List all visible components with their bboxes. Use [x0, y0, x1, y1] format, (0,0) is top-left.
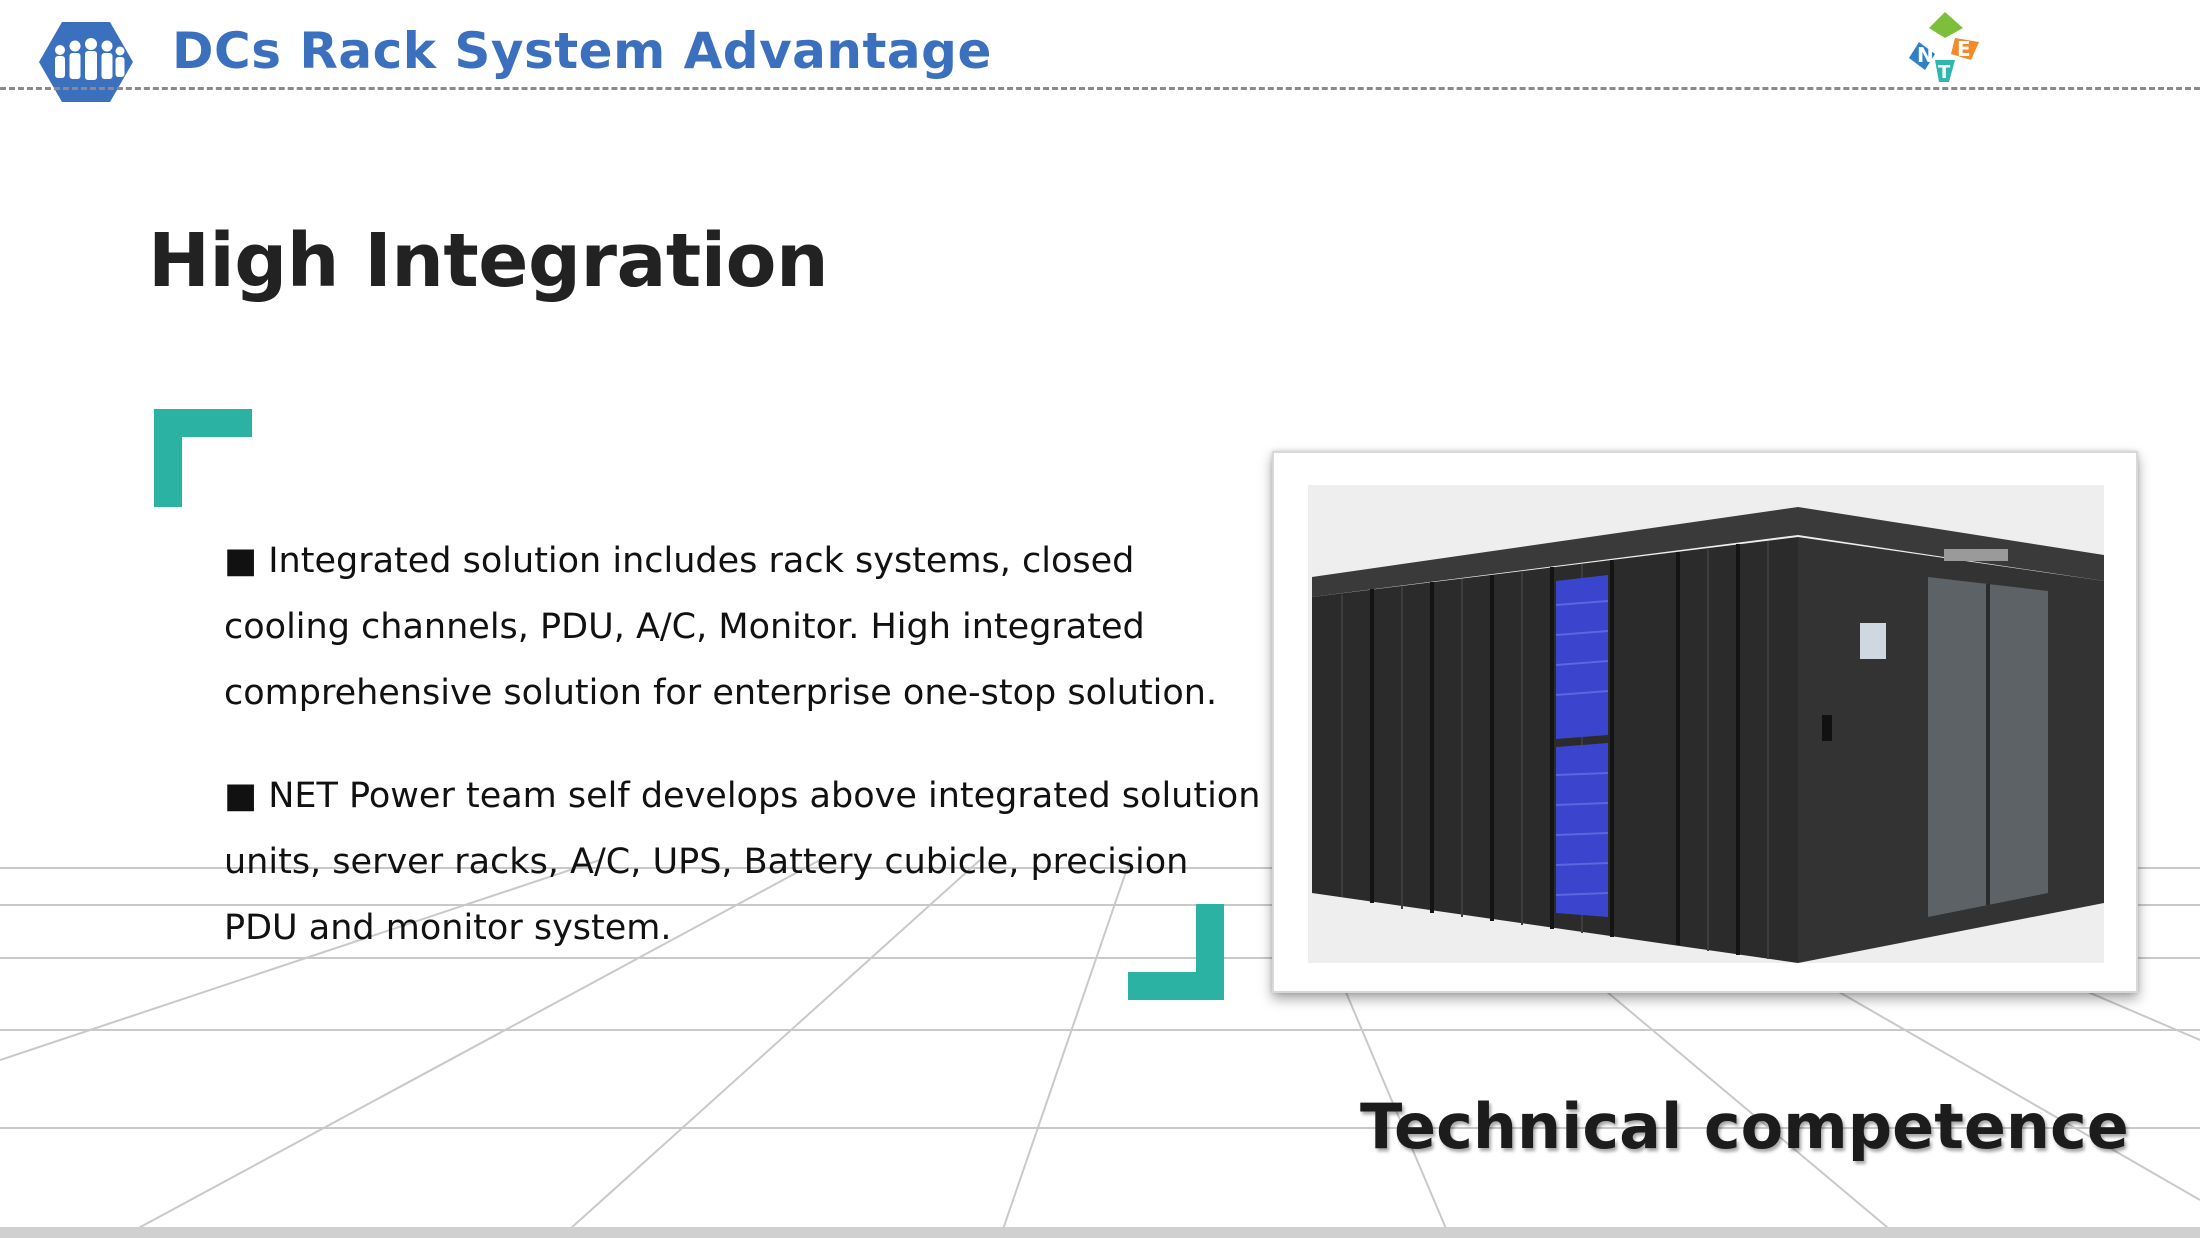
- bullet-item: ■ Integrated solution includes rack syst…: [224, 528, 1264, 726]
- product-photo-frame: [1272, 451, 2138, 993]
- bullet-marker: ■: [224, 541, 258, 581]
- brand-logo: N E T: [1905, 8, 1985, 88]
- people-hexagon-icon: [38, 20, 134, 104]
- rack-system-image: [1308, 485, 2104, 963]
- corner-bracket-top-left: [154, 409, 252, 507]
- header-divider: [0, 87, 2200, 90]
- slide-heading: High Integration: [148, 218, 829, 304]
- bullet-marker: ■: [224, 776, 258, 816]
- corner-bracket-bottom-right: [1128, 904, 1224, 1000]
- bullet-text: Integrated solution includes rack system…: [224, 541, 1218, 713]
- svg-text:T: T: [1938, 62, 1951, 83]
- header-title: DCs Rack System Advantage: [172, 22, 992, 80]
- svg-text:N: N: [1917, 43, 1934, 67]
- bullet-list: ■ Integrated solution includes rack syst…: [224, 528, 1264, 998]
- svg-text:E: E: [1957, 37, 1971, 61]
- bullet-item: ■ NET Power team self develops above int…: [224, 763, 1264, 961]
- footer-bar: [0, 1227, 2200, 1238]
- bullet-text: NET Power team self develops above integ…: [224, 776, 1261, 948]
- tagline: Technical competence: [1360, 1090, 2129, 1163]
